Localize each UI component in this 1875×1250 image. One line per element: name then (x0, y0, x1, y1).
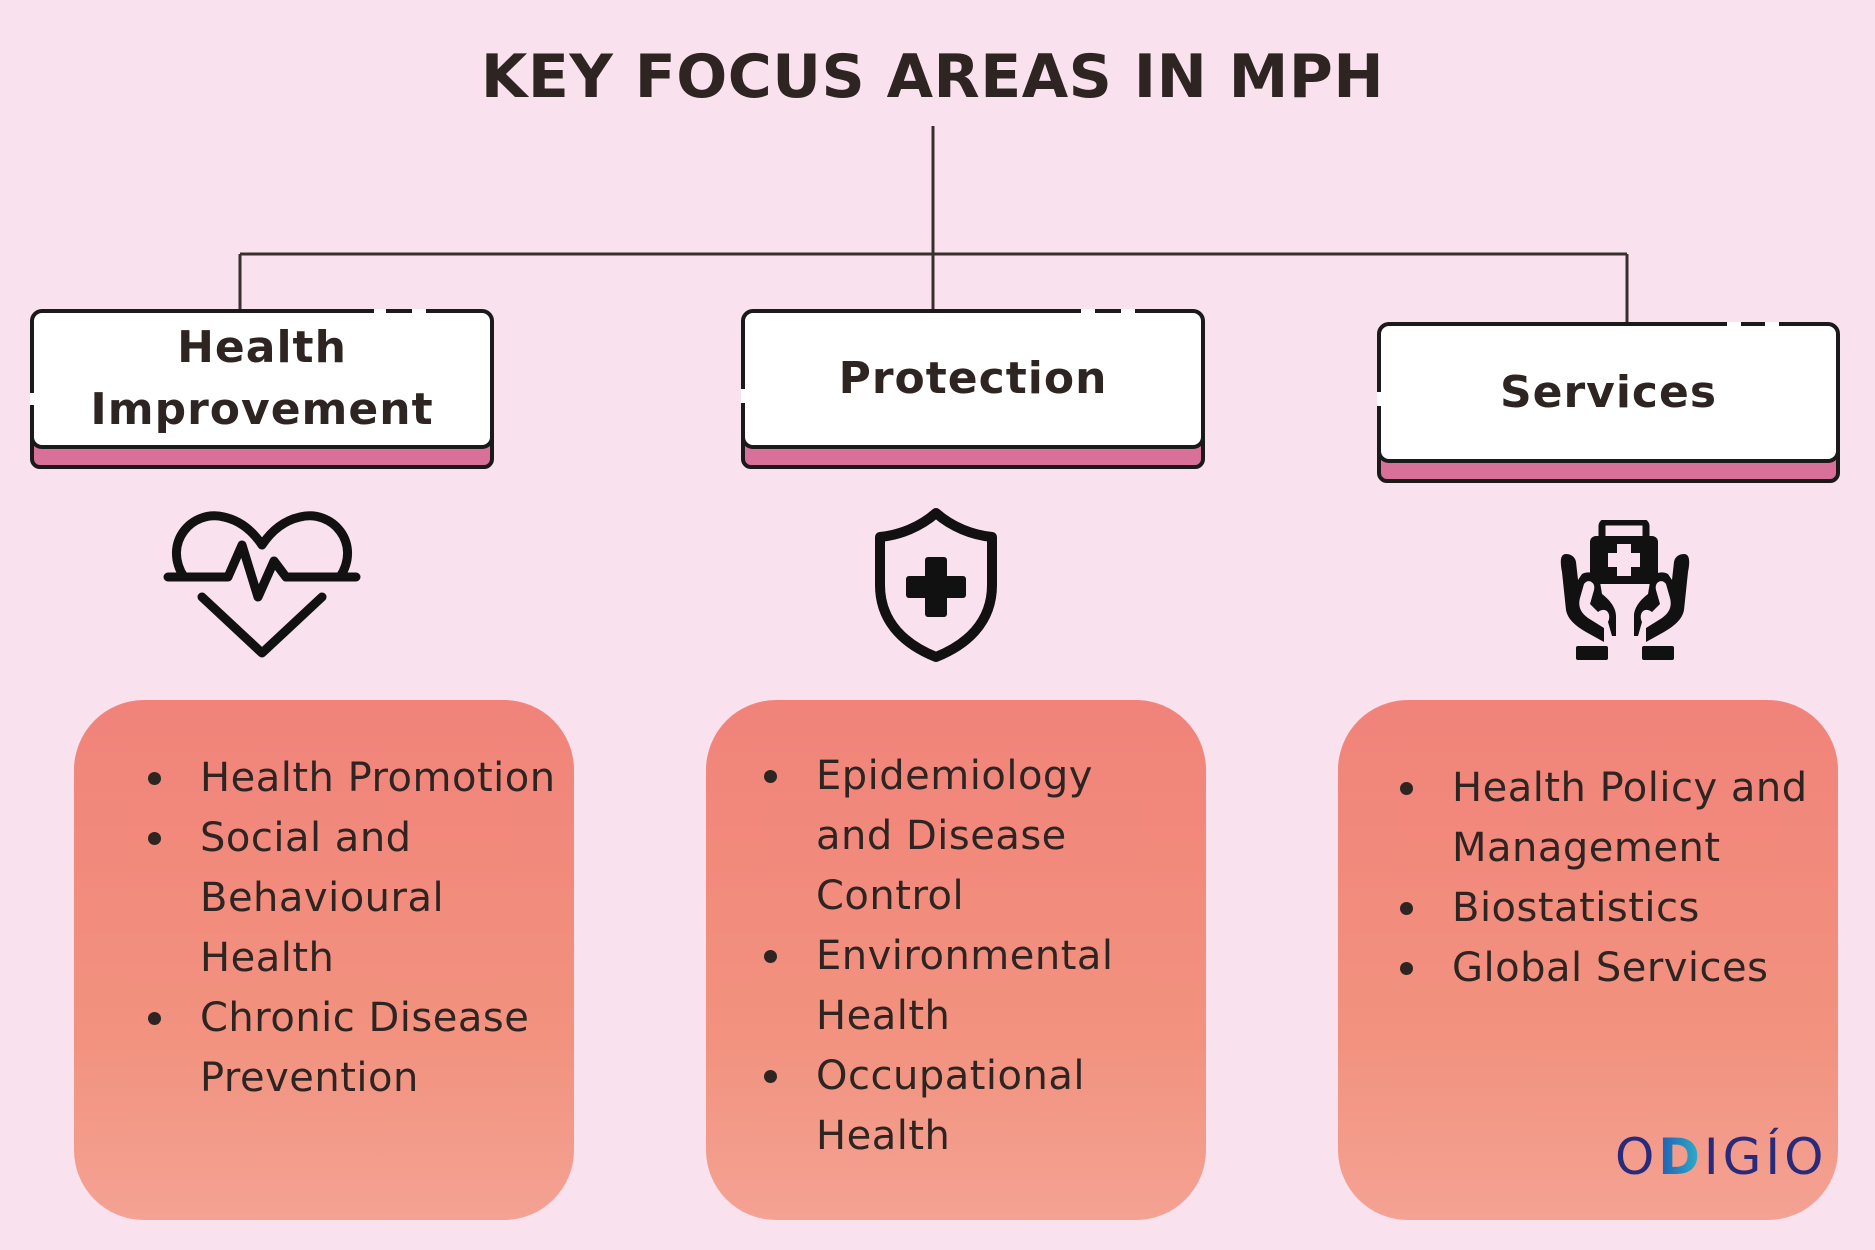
diagram-title: KEY FOCUS AREAS IN MPH (480, 42, 1385, 112)
focus-list: Health Policy and Management Biostatisti… (1364, 758, 1828, 998)
shield-plus-icon (875, 508, 997, 662)
header-card-health-improvement: Health Improvement (30, 309, 494, 469)
header-card-protection: Protection (741, 309, 1205, 469)
list-item: Global Services (1364, 938, 1828, 998)
border-gap (30, 393, 34, 405)
hands-medical-kit-icon (1560, 520, 1690, 660)
header-card-services: Services (1377, 322, 1840, 483)
list-box-services: Health Policy and Management Biostatisti… (1338, 700, 1838, 1220)
border-gap (374, 309, 386, 313)
list-item: Occupational Health (728, 1046, 1182, 1166)
border-gap (1377, 392, 1381, 406)
logo-part-2: D (1658, 1128, 1704, 1186)
card-face: Services (1377, 322, 1840, 463)
border-gap (1121, 309, 1135, 313)
list-item: Environmental Health (728, 926, 1182, 1046)
focus-list: Health Promotion Social and Behavioural … (112, 748, 570, 1108)
list-item: Chronic Disease Prevention (112, 988, 570, 1108)
header-label-services: Services (1499, 366, 1718, 418)
header-line-2: Improvement (90, 384, 434, 435)
border-gap (1081, 309, 1095, 313)
list-box-health-improvement: Health Promotion Social and Behavioural … (74, 700, 574, 1220)
header-label-health-improvement: Health Improvement (90, 317, 433, 441)
list-item: Health Promotion (112, 748, 570, 808)
heartbeat-icon (163, 511, 361, 658)
list-item: Epidemiology and Disease Control (728, 746, 1182, 926)
header-line-1: Health (177, 322, 347, 373)
border-gap (741, 389, 745, 403)
list-item: Biostatistics (1364, 878, 1828, 938)
logo-part-3: IGÍO (1703, 1128, 1828, 1186)
border-gap (1765, 322, 1779, 326)
border-gap (1727, 322, 1741, 326)
card-face: Protection (741, 309, 1205, 449)
logo-part-1: O (1615, 1128, 1659, 1186)
odigio-logo: ODIGÍO (1615, 1128, 1827, 1186)
focus-list: Epidemiology and Disease Control Environ… (728, 746, 1182, 1166)
list-box-protection: Epidemiology and Disease Control Environ… (706, 700, 1206, 1220)
border-gap (412, 309, 426, 313)
list-item: Health Policy and Management (1364, 758, 1828, 878)
card-face: Health Improvement (30, 309, 494, 449)
header-label-protection: Protection (838, 353, 1108, 404)
list-item: Social and Behavioural Health (112, 808, 570, 988)
